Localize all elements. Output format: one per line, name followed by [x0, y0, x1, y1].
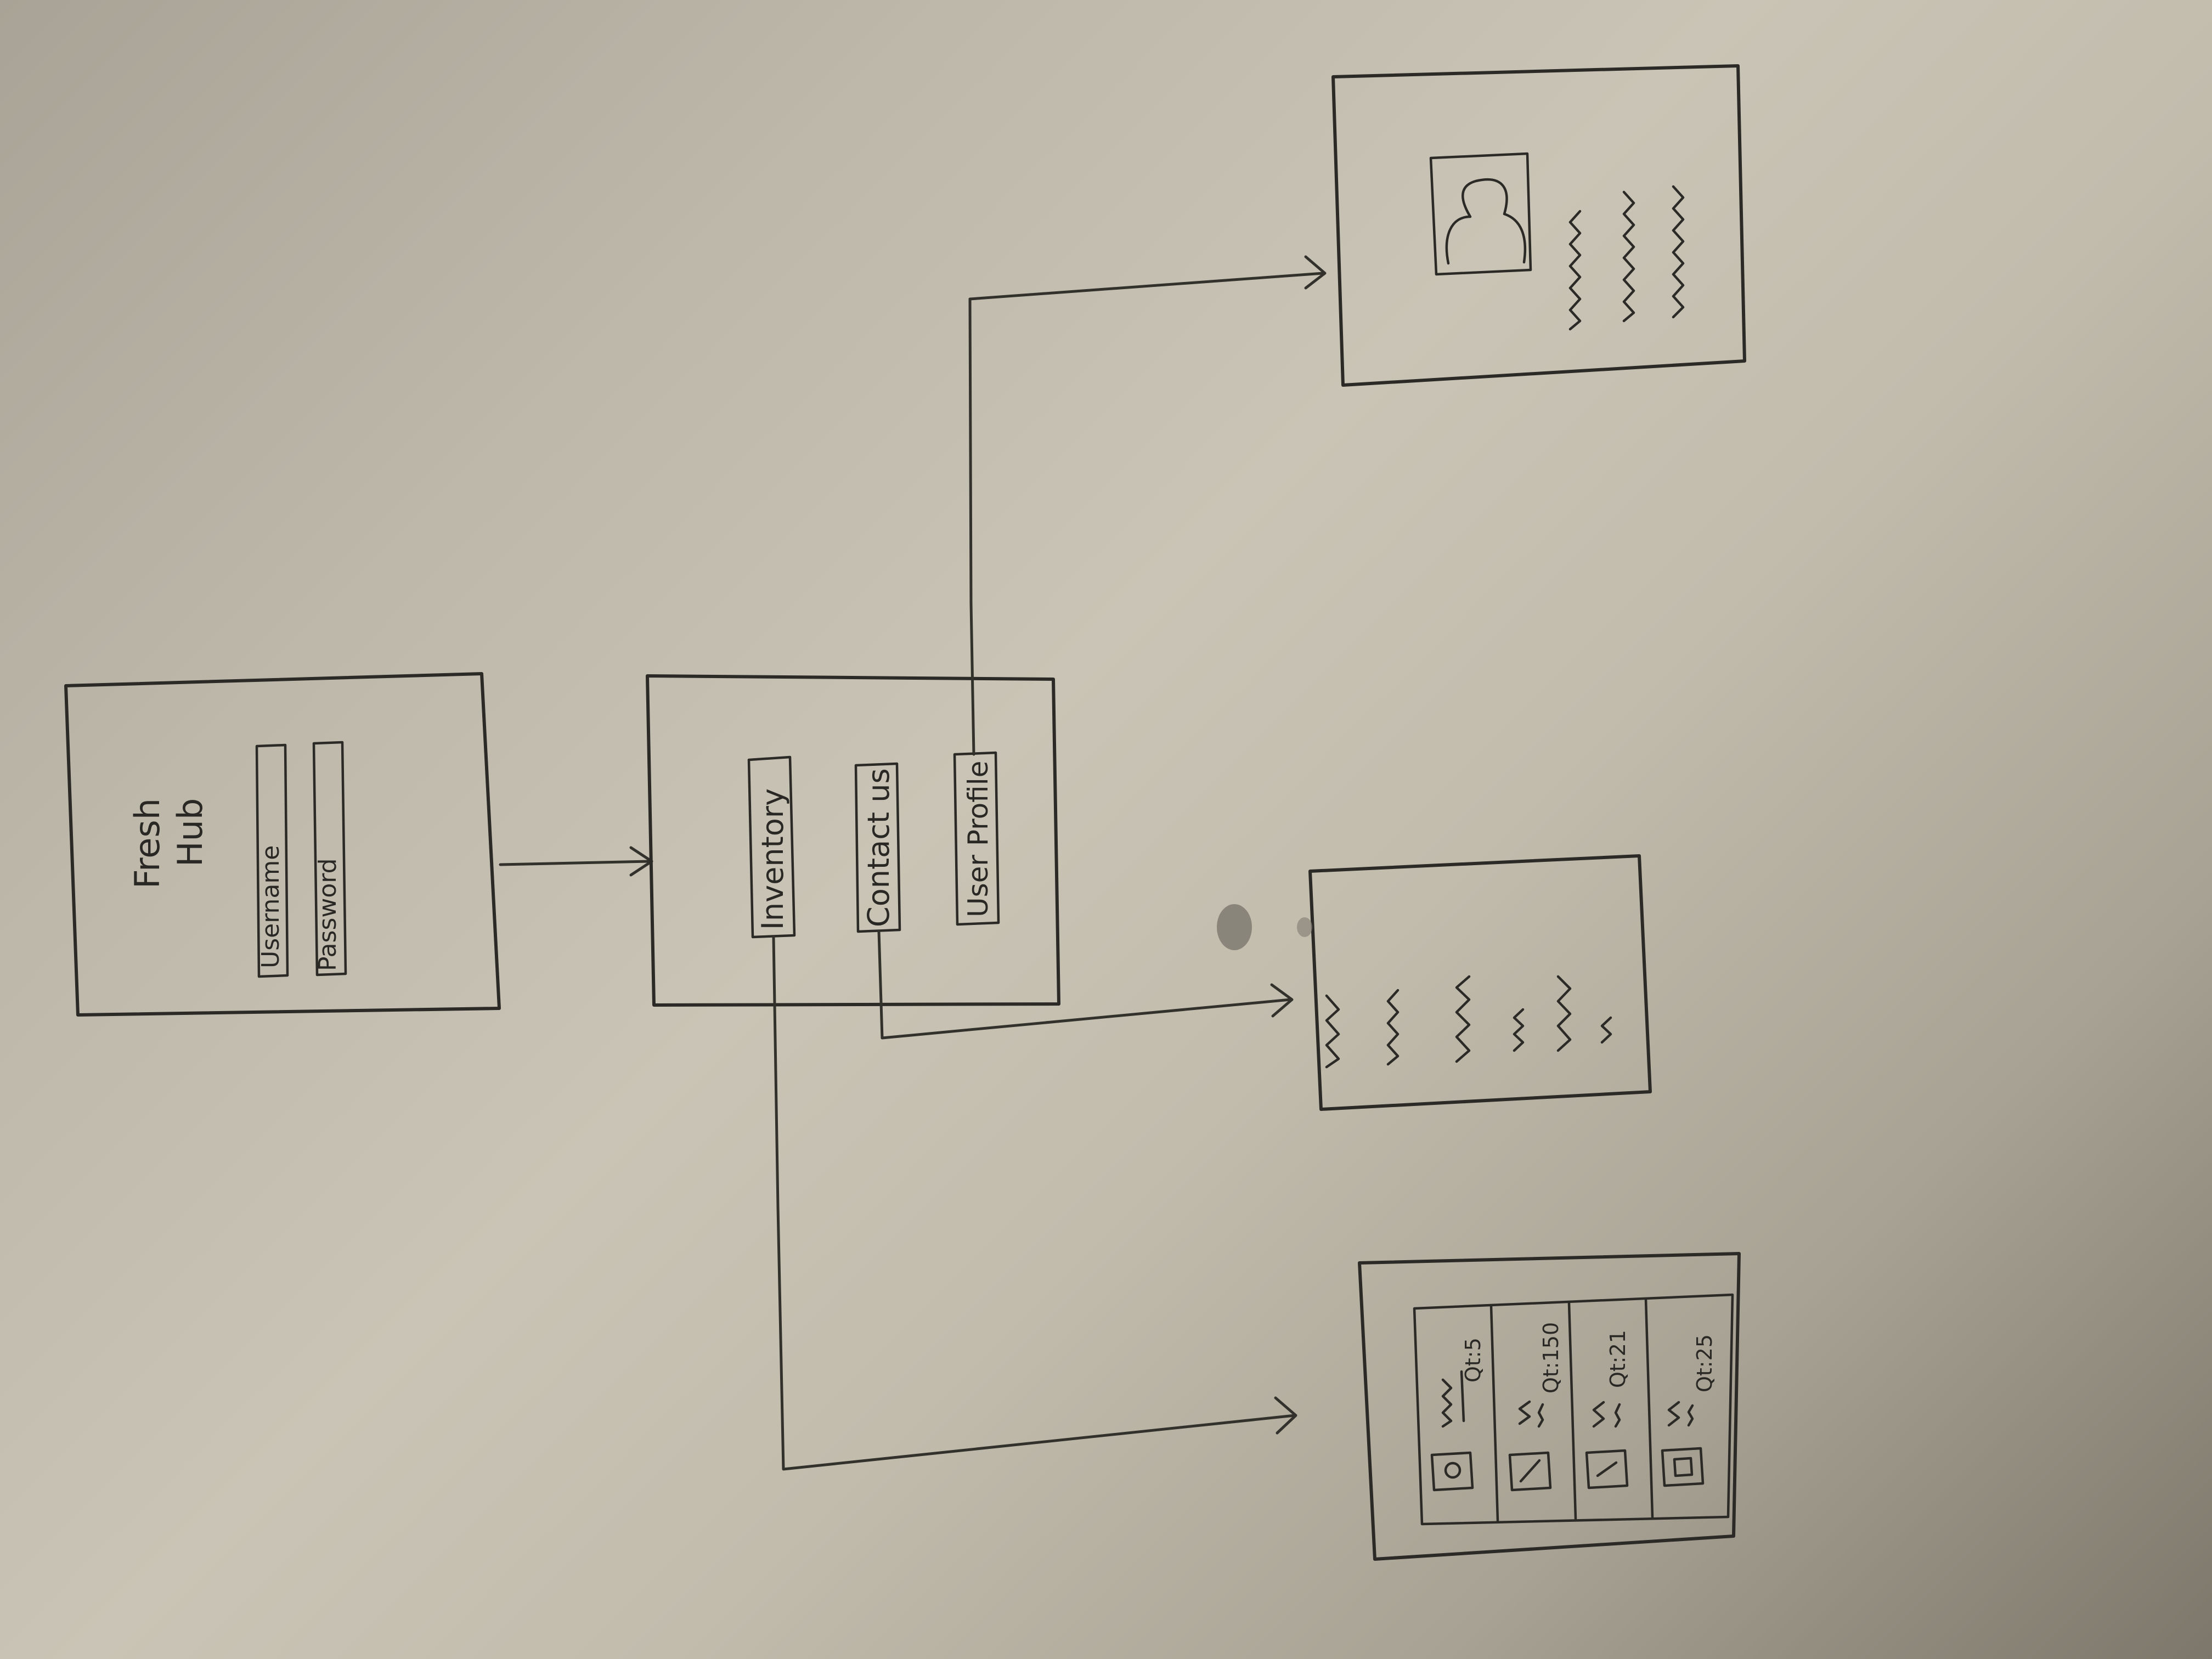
item-desc-line: [1614, 1403, 1621, 1428]
login-screen: Fresh Hub Username Password: [64, 672, 501, 1017]
user-profile-button[interactable]: User Profile: [953, 751, 1000, 926]
item-desc-line: [1537, 1403, 1544, 1428]
inventory-button[interactable]: Inventory: [747, 755, 796, 939]
item-quantity: Qt:5: [1461, 1338, 1485, 1383]
item-image-icon: [1661, 1447, 1705, 1487]
arrow-inventory-to-inventory-screen: [772, 935, 1296, 1471]
item-image-icon: [1430, 1451, 1474, 1492]
inventory-row-divider-2: [1567, 1301, 1577, 1520]
item-name-squiggle: [1518, 1400, 1531, 1425]
inventory-list-frame: [1413, 1293, 1734, 1526]
contact-us-button-label: Contact us: [861, 768, 896, 927]
item-quantity: Qt:150: [1539, 1322, 1563, 1393]
contact-us-screen: [1217, 854, 1652, 1111]
item-name-squiggle: [1667, 1401, 1680, 1427]
item-image-icon-mark: [1519, 1459, 1541, 1483]
inventory-screen-frame: [1358, 1252, 1741, 1561]
inventory-row-divider-3: [1644, 1297, 1654, 1519]
ink-smudge: [1217, 904, 1252, 950]
item-image-icon: [1508, 1451, 1552, 1492]
item-image-icon-mark: [1673, 1457, 1694, 1477]
password-field[interactable]: Password: [312, 741, 347, 977]
contact-us-screen-frame: [1308, 854, 1652, 1111]
password-label: Password: [314, 858, 342, 971]
arrowhead-inventory: [1274, 1396, 1297, 1435]
item-desc-line: [1460, 1370, 1465, 1423]
arrowhead-contact: [1270, 983, 1294, 1018]
contact-text-lines: [1325, 975, 1612, 1069]
item-image-icon-mark: [1444, 1462, 1462, 1479]
item-desc-line: [1687, 1404, 1694, 1427]
inventory-item[interactable]: Qt:150: [1508, 1322, 1563, 1492]
user-profile-button-label: User Profile: [962, 761, 994, 917]
ink-smudge-small: [1297, 917, 1312, 937]
item-image-icon-mark: [1596, 1461, 1618, 1477]
user-profile-screen-frame: [1331, 64, 1746, 387]
contact-us-button[interactable]: Contact us: [854, 762, 901, 933]
item-quantity: Qt:21: [1606, 1330, 1630, 1388]
menu-screen: Inventory Contact us User Profile: [646, 674, 1060, 1007]
inventory-row-divider-1: [1489, 1304, 1499, 1522]
login-screen-frame: [64, 672, 501, 1017]
arrow-login-to-menu: [499, 860, 652, 866]
item-name-squiggle: [1441, 1378, 1453, 1428]
inventory-item[interactable]: Qt:21: [1585, 1330, 1630, 1489]
inventory-item[interactable]: Qt:25: [1661, 1334, 1717, 1487]
avatar-icon: [1429, 152, 1532, 276]
arrowhead-profile: [1304, 255, 1327, 290]
username-field[interactable]: Username: [255, 743, 289, 978]
item-name-squiggle: [1592, 1401, 1605, 1428]
inventory-button-label: Inventory: [755, 788, 790, 930]
item-image-icon: [1585, 1449, 1629, 1489]
item-quantity: Qt:25: [1692, 1334, 1717, 1392]
menu-screen-frame: [646, 674, 1060, 1007]
arrow-user-profile-to-profile-screen: [968, 272, 1325, 756]
profile-text-lines: [1568, 185, 1685, 331]
app-title-fresh: Fresh: [127, 798, 167, 889]
inventory-item[interactable]: Qt:5: [1430, 1338, 1485, 1492]
username-label: Username: [257, 845, 285, 968]
app-title-hub: Hub: [170, 798, 210, 867]
user-profile-screen: [1331, 64, 1746, 387]
inventory-screen: Qt:5 Qt:150 Qt:21 Qt:25: [1358, 1252, 1741, 1561]
arrow-contact-us-to-contact-screen: [877, 930, 1292, 1040]
